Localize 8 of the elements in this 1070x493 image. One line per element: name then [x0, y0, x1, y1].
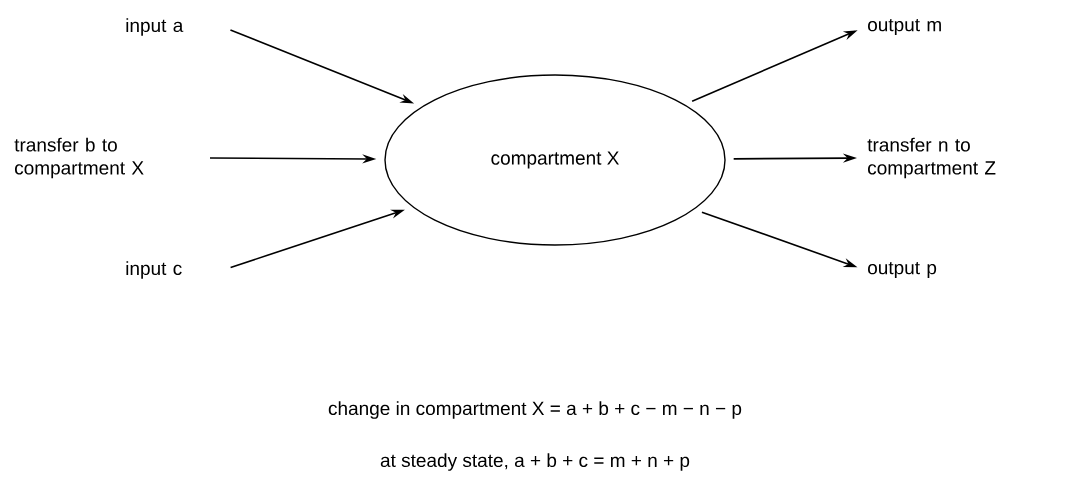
node-label: transfer b to compartment X	[14, 137, 144, 179]
equation-text: change in compartment X = a + b + c − m − n − p	[328, 401, 742, 419]
equation-text: at steady state, a + b + c = m + n + p	[380, 453, 690, 471]
node-label: output m	[868, 18, 941, 36]
node-label: transfer n to compartment Z	[867, 137, 996, 179]
node-label: output p	[868, 261, 937, 279]
node-label: input a	[126, 18, 184, 36]
node-label: input c	[126, 261, 182, 279]
